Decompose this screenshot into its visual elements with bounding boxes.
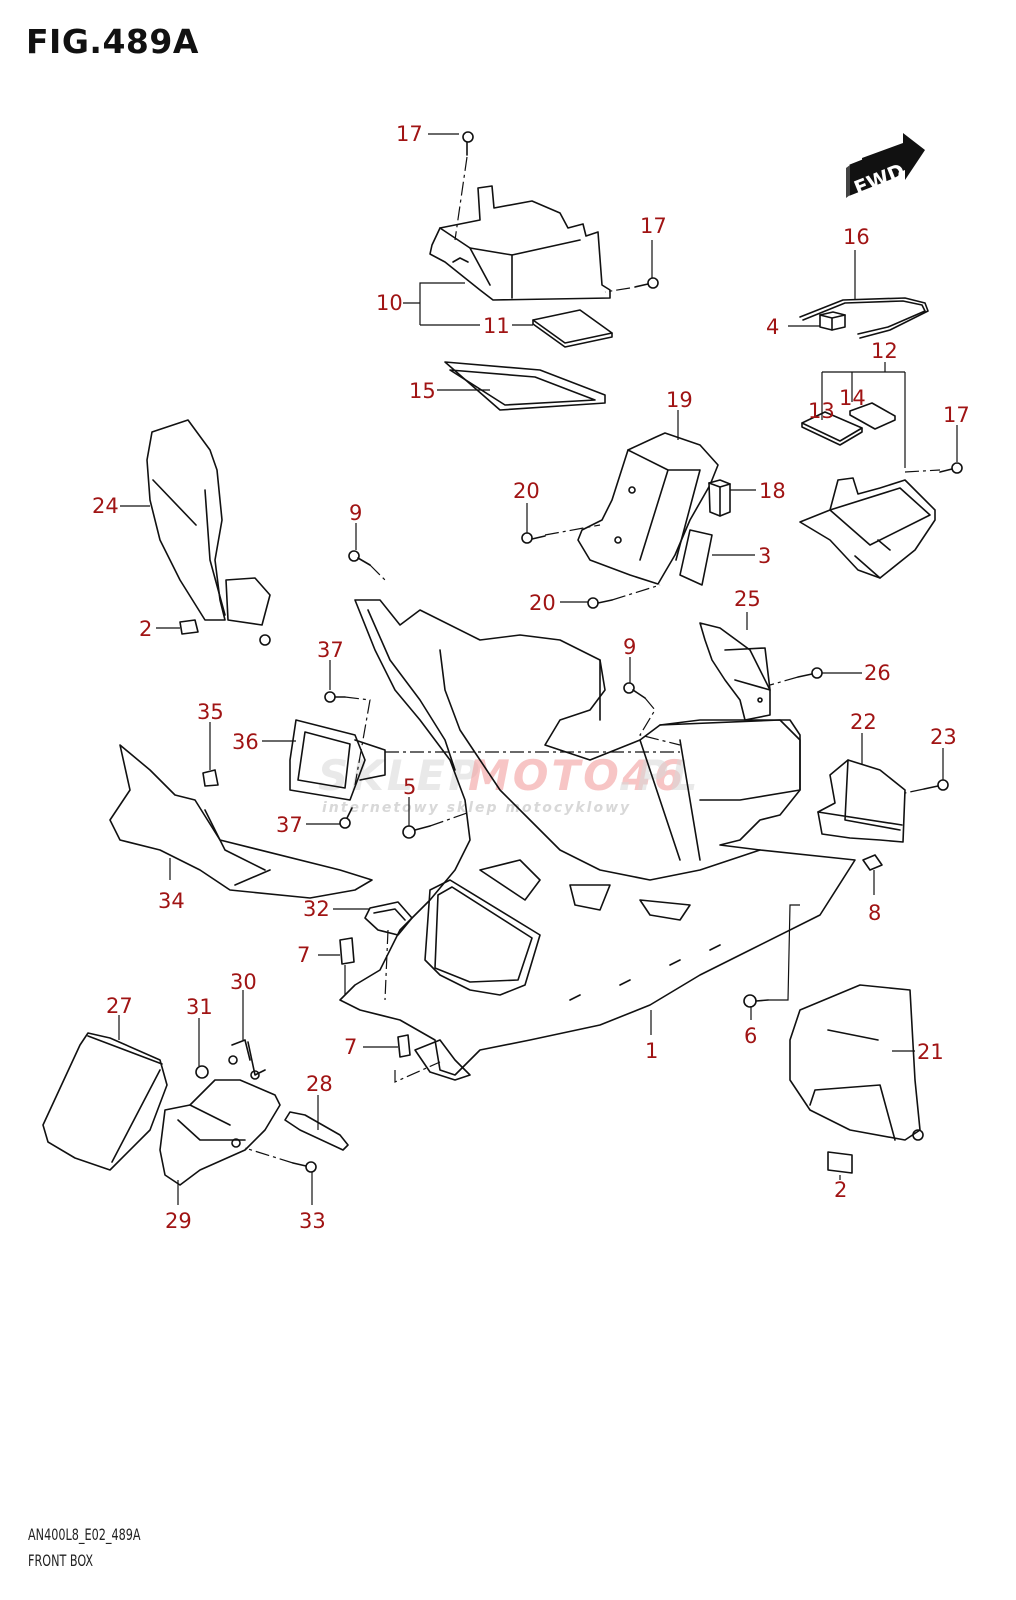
bolt-37a bbox=[324, 691, 346, 703]
callout-17: 17 bbox=[396, 122, 423, 146]
part-2-pad-b bbox=[827, 1151, 853, 1174]
callout-19: 19 bbox=[666, 388, 693, 412]
callout-12: 12 bbox=[871, 339, 898, 363]
callout-32: 32 bbox=[303, 897, 330, 921]
watermark-brand-2: MOTO46 bbox=[468, 751, 686, 800]
callout-17: 17 bbox=[943, 403, 970, 427]
callout-23: 23 bbox=[930, 725, 957, 749]
part-25-bracket bbox=[699, 622, 771, 721]
part-15-seal bbox=[444, 361, 606, 411]
callout-16: 16 bbox=[843, 225, 870, 249]
part-35-clip bbox=[202, 769, 219, 787]
callout-13: 13 bbox=[808, 399, 835, 423]
callout-33: 33 bbox=[299, 1209, 326, 1233]
bolt-6 bbox=[743, 994, 769, 1008]
part-21-cover bbox=[789, 984, 924, 1141]
nut-7a bbox=[339, 937, 355, 965]
callout-22: 22 bbox=[850, 710, 877, 734]
callout-20: 20 bbox=[513, 479, 540, 503]
callout-14: 14 bbox=[839, 386, 866, 410]
part-27-lid bbox=[42, 1032, 168, 1171]
part-19-bracket bbox=[577, 432, 719, 585]
screw-9b bbox=[623, 682, 646, 699]
screw-20a bbox=[521, 532, 546, 544]
callout-labels: 17 17 10 11 15 16 4 12 13 14 17 19 18 3 … bbox=[92, 122, 970, 1233]
screw-17a bbox=[462, 131, 474, 156]
callout-25: 25 bbox=[734, 587, 761, 611]
model-code: AN400L8_E02_489A bbox=[28, 1525, 141, 1544]
bolt-5 bbox=[402, 825, 431, 839]
callout-29: 29 bbox=[165, 1209, 192, 1233]
callout-8: 8 bbox=[868, 901, 881, 925]
callout-26: 26 bbox=[864, 661, 891, 685]
callout-20: 20 bbox=[529, 591, 556, 615]
callout-34: 34 bbox=[158, 889, 185, 913]
callout-10: 10 bbox=[376, 291, 403, 315]
callout-3: 3 bbox=[758, 544, 771, 568]
screw-26 bbox=[797, 667, 823, 679]
fwd-arrow-icon: FWD bbox=[846, 133, 925, 200]
callout-27: 27 bbox=[106, 994, 133, 1018]
part-1-front-box bbox=[339, 599, 856, 1081]
callout-31: 31 bbox=[186, 995, 213, 1019]
callout-4: 4 bbox=[766, 315, 779, 339]
callout-30: 30 bbox=[230, 970, 257, 994]
screw-17c bbox=[939, 462, 963, 474]
nut-7b bbox=[397, 1034, 411, 1058]
part-3-pad bbox=[679, 529, 713, 586]
screw-23 bbox=[923, 779, 949, 791]
screw-20b bbox=[587, 597, 613, 609]
part-24-cover bbox=[146, 419, 271, 646]
part-16-wire bbox=[799, 297, 929, 339]
callout-15: 15 bbox=[409, 379, 436, 403]
callout-35: 35 bbox=[197, 700, 224, 724]
part-2-pad-a bbox=[179, 619, 199, 635]
callout-21: 21 bbox=[917, 1040, 944, 1064]
part-28-latch bbox=[284, 1111, 349, 1151]
callout-1: 1 bbox=[645, 1039, 658, 1063]
callout-37: 37 bbox=[317, 638, 344, 662]
part-18-block bbox=[708, 479, 731, 517]
part-34-side-cover bbox=[109, 744, 373, 899]
callout-5: 5 bbox=[403, 775, 416, 799]
callout-28: 28 bbox=[306, 1072, 333, 1096]
part-36-bezel bbox=[289, 719, 386, 801]
callout-37: 37 bbox=[276, 813, 303, 837]
screw-17b bbox=[634, 277, 659, 289]
callout-11: 11 bbox=[483, 314, 510, 338]
callout-9: 9 bbox=[349, 501, 362, 525]
part-14-pad bbox=[849, 402, 896, 430]
watermark-brand-1: SKLEP bbox=[318, 751, 482, 800]
part-13-pad bbox=[801, 411, 863, 446]
section-name: FRONT BOX bbox=[28, 1551, 94, 1570]
bolt-37b bbox=[339, 807, 353, 829]
part-4-block bbox=[819, 311, 846, 331]
watermark-tagline: internetowy sklep motocyklowy bbox=[322, 800, 631, 816]
callout-17: 17 bbox=[640, 214, 667, 238]
callout-2: 2 bbox=[834, 1178, 847, 1202]
callout-6: 6 bbox=[744, 1024, 757, 1048]
part-31-grommet bbox=[195, 1065, 209, 1079]
screw-9a bbox=[348, 550, 371, 566]
part-32-switch bbox=[364, 901, 413, 936]
part-29-hinge-bracket bbox=[159, 1079, 281, 1186]
part-8-clip bbox=[862, 854, 883, 871]
callout-36: 36 bbox=[232, 730, 259, 754]
watermark: SKLEP MOTO46 .PL internetowy sklep motoc… bbox=[318, 751, 698, 816]
part-11-pad bbox=[532, 309, 613, 348]
callout-2: 2 bbox=[139, 617, 152, 641]
callout-7: 7 bbox=[344, 1035, 357, 1059]
part-30-spring bbox=[228, 1039, 266, 1080]
callout-24: 24 bbox=[92, 494, 119, 518]
callout-18: 18 bbox=[759, 479, 786, 503]
part-12-tray bbox=[799, 477, 936, 579]
part-22-duct bbox=[817, 759, 906, 843]
callout-9: 9 bbox=[623, 635, 636, 659]
leader-lines bbox=[118, 133, 958, 1205]
callout-7: 7 bbox=[297, 943, 310, 967]
screw-33 bbox=[292, 1161, 317, 1173]
figure-title: FIG.489A bbox=[26, 22, 199, 61]
